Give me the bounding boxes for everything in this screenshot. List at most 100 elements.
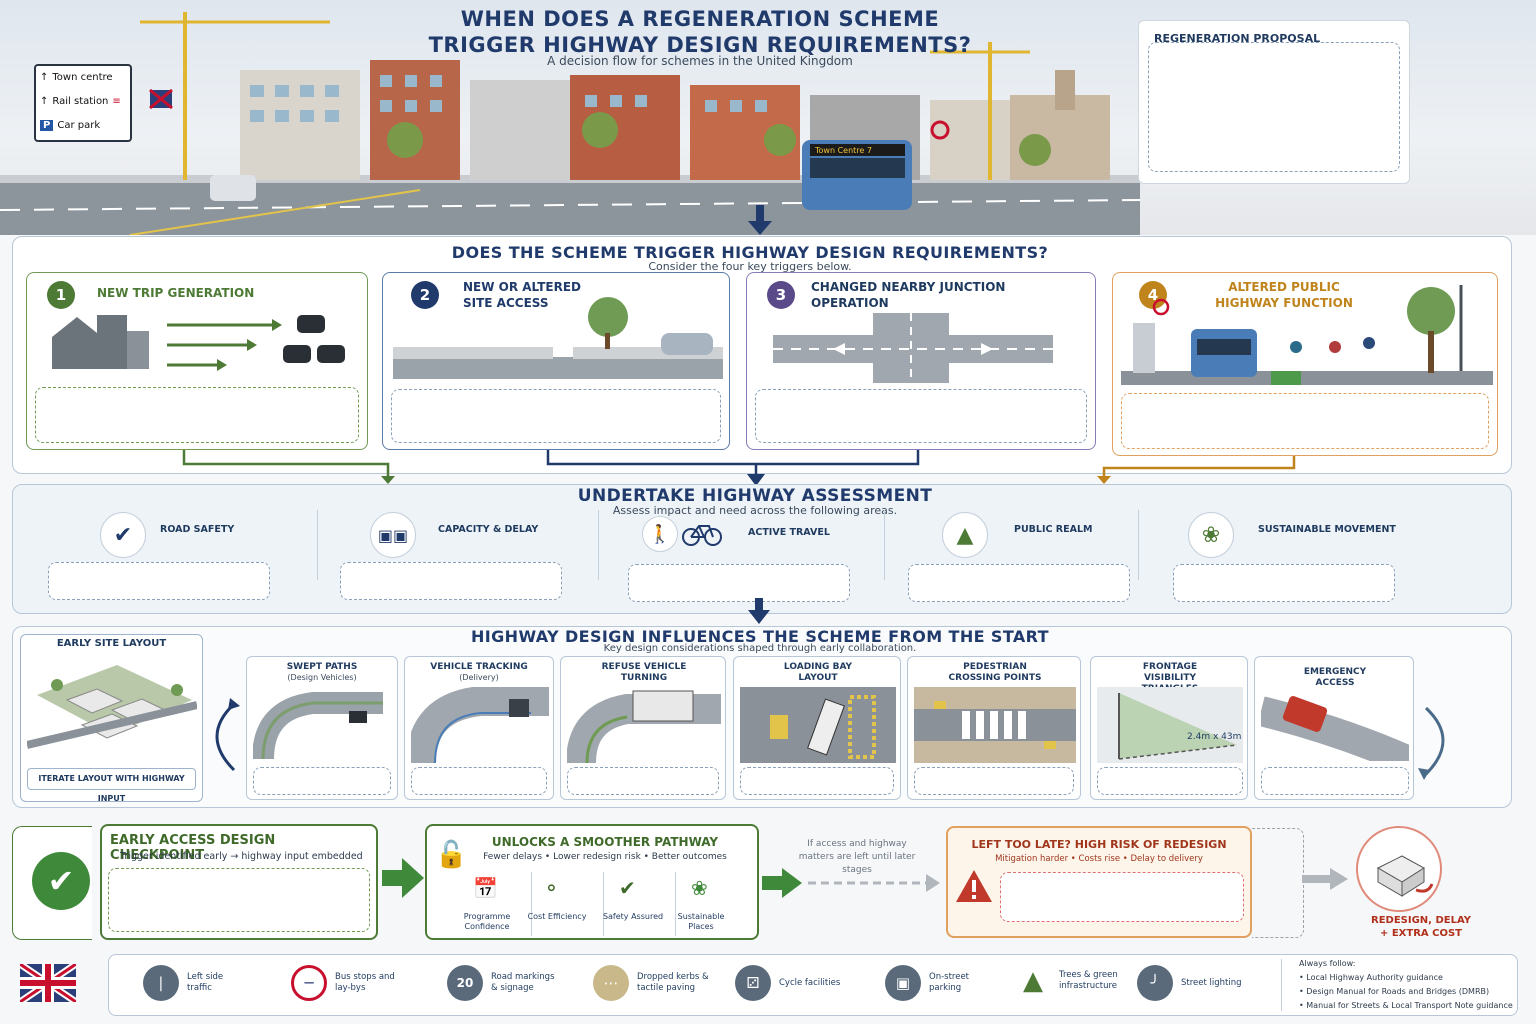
swept-path-illustration: [253, 692, 383, 760]
trigger-1-input[interactable]: [35, 387, 359, 443]
road-safety-input[interactable]: [48, 562, 270, 600]
refuse-vehicle-illustration: [567, 690, 721, 763]
trigger-title: CHANGED NEARBY JUNCTION OPERATION: [811, 280, 1006, 310]
car-icon: ▣: [885, 965, 921, 1001]
trigger-title: ALTERED PUBLIC HIGHWAY FUNCTION: [1215, 280, 1353, 310]
late-risk-panel: LEFT TOO LATE? HIGH RISK OF REDESIGN Mit…: [946, 826, 1252, 938]
trigger-card-4: 4 ALTERED PUBLIC HIGHWAY FUNCTION: [1112, 272, 1498, 456]
redesign-circle: [1356, 826, 1442, 912]
sign-row-rail-station: ↑Rail station≡: [40, 96, 121, 107]
bicycle-icon: [682, 525, 722, 546]
divider: [531, 872, 532, 936]
late-risk-input[interactable]: [1000, 872, 1244, 922]
benefit-label: Sustainable Places: [677, 912, 725, 931]
divider: [1281, 959, 1282, 1011]
dashed-bracket: [1252, 828, 1304, 938]
legend-item: ─Bus stops and lay-bys: [291, 965, 405, 1001]
late-note: If access and highway matters are left u…: [798, 839, 916, 875]
tree-icon: ▲: [1015, 963, 1051, 999]
assessment-label: ACTIVE TRAVEL: [748, 527, 830, 538]
design-card-loading-bay: LOADING BAY LAYOUT: [733, 656, 901, 800]
page-subtitle: A decision flow for schemes in the Unite…: [547, 54, 853, 68]
walk-cycle-icon: 🚶: [642, 516, 678, 552]
divider: [884, 510, 885, 580]
pedestrian-crossing-input[interactable]: [914, 767, 1074, 795]
checkpoint-subtitle: Trigger identified early → highway input…: [120, 851, 363, 862]
early-site-layout-title: EARLY SITE LAYOUT: [56, 638, 167, 649]
trigger-2-input[interactable]: [391, 389, 721, 443]
emergency-access-illustration: [1261, 696, 1409, 761]
visibility-triangle-illustration: 2.4m x 43m: [1097, 687, 1243, 763]
legend-panel: ∣Left side traffic ─Bus stops and lay-by…: [108, 954, 1518, 1016]
benefits-row: 📅 Programme Confidence ⚬ Cost Efficiency…: [455, 872, 755, 936]
trigger-3-input[interactable]: [755, 389, 1087, 443]
tactile-icon: ⋯: [593, 965, 629, 1001]
swept-paths-input[interactable]: [253, 767, 391, 795]
triggers-title: DOES THE SCHEME TRIGGER HIGHWAY DESIGN R…: [451, 243, 1049, 262]
street-light-icon: ╯: [1137, 965, 1173, 1001]
trigger-number: 4: [1139, 281, 1167, 309]
assessment-title: UNDERTAKE HIGHWAY ASSESSMENT: [577, 486, 933, 506]
divider: [675, 872, 676, 936]
loading-bay-input[interactable]: [740, 767, 894, 795]
always-follow-list: Always follow: • Local Highway Authority…: [1299, 959, 1513, 1010]
page-title: WHEN DOES A REGENERATION SCHEME TRIGGER …: [428, 7, 972, 57]
emergency-access-input[interactable]: [1261, 767, 1409, 795]
design-title: HIGHWAY DESIGN INFLUENCES THE SCHEME FRO…: [470, 627, 1050, 646]
legend-item: ∣Left side traffic: [143, 965, 247, 1001]
redesign-building-icon: [1376, 855, 1434, 897]
pathway-panel: 🔓 UNLOCKS A SMOOTHER PATHWAY Fewer delay…: [425, 824, 759, 940]
site-layout-illustration: [27, 665, 197, 749]
visibility-input[interactable]: [1097, 767, 1243, 795]
trigger-card-2: 2 NEW OR ALTERED SITE ACCESS: [382, 272, 730, 450]
sustainable-movement-input[interactable]: [1173, 564, 1395, 602]
warning-icon: [956, 870, 992, 902]
loading-bay-illustration: [740, 687, 896, 763]
legend-item: ⚂Cycle facilities: [735, 965, 849, 1001]
public-highway-icon: [1121, 285, 1493, 385]
assessment-area-active-travel: 🚶: [642, 516, 722, 552]
trigger-number: 1: [47, 281, 75, 309]
late-risk-title: LEFT TOO LATE? HIGH RISK OF REDESIGN: [971, 838, 1227, 851]
arrow-up-icon: ↑: [40, 72, 49, 83]
flow-arrow-icon: [748, 205, 772, 235]
buildings-to-cars-icon: [52, 315, 345, 371]
design-subtitle: Key design considerations shaped through…: [603, 643, 917, 654]
triggers-subtitle: Consider the four key triggers below.: [648, 260, 852, 273]
check-circle-icon: ✔: [32, 852, 90, 910]
visibility-value: 2.4m x 43m: [1187, 732, 1241, 742]
connector-lines: [182, 450, 1296, 486]
checkpoint-input[interactable]: [108, 868, 370, 932]
iterate-arrow-icon: [215, 698, 240, 772]
parking-icon: P: [40, 120, 54, 131]
divider: [317, 510, 318, 580]
trigger-title: NEW OR ALTERED SITE ACCESS: [463, 280, 582, 310]
capacity-delay-input[interactable]: [340, 562, 562, 600]
trigger-4-input[interactable]: [1121, 393, 1489, 449]
shield-check-icon: ✔: [619, 876, 636, 900]
divider: [598, 510, 599, 580]
design-card-vehicle-tracking: VEHICLE TRACKING (Delivery): [404, 656, 554, 800]
late-flow-arrows: [762, 868, 940, 898]
flow-arrow-icon: [748, 598, 770, 624]
regeneration-proposal-input[interactable]: [1148, 42, 1400, 172]
pathway-subtitle: Fewer delays • Lower redesign risk • Bet…: [483, 852, 727, 862]
padlock-icon: 🔓: [435, 840, 468, 870]
union-flag-icon: [20, 964, 76, 1002]
site-access-icon: [393, 297, 723, 379]
design-card-swept-paths: SWEPT PATHS (Design Vehicles): [246, 656, 398, 800]
vehicle-tracking-input[interactable]: [411, 767, 547, 795]
benefit-label: Safety Assured: [602, 912, 664, 921]
arrow-up-icon: ↑: [40, 96, 49, 107]
design-card-refuse-vehicle: REFUSE VEHICLE TURNING: [560, 656, 726, 800]
divider: [1138, 510, 1139, 580]
shield-check-icon: ✔: [100, 512, 146, 558]
leaf-icon: ❀: [691, 876, 708, 900]
refuse-vehicle-input[interactable]: [567, 767, 719, 795]
assessment-label: PUBLIC REALM: [1014, 524, 1093, 535]
public-realm-input[interactable]: [908, 564, 1130, 602]
regeneration-proposal-label: REGENERATION PROPOSAL: [1154, 32, 1321, 45]
active-travel-input[interactable]: [628, 564, 850, 602]
trigger-title: NEW TRIP GENERATION: [97, 286, 255, 300]
iterate-layout-label: ITERATE LAYOUT WITH HIGHWAY INPUT: [27, 768, 196, 803]
